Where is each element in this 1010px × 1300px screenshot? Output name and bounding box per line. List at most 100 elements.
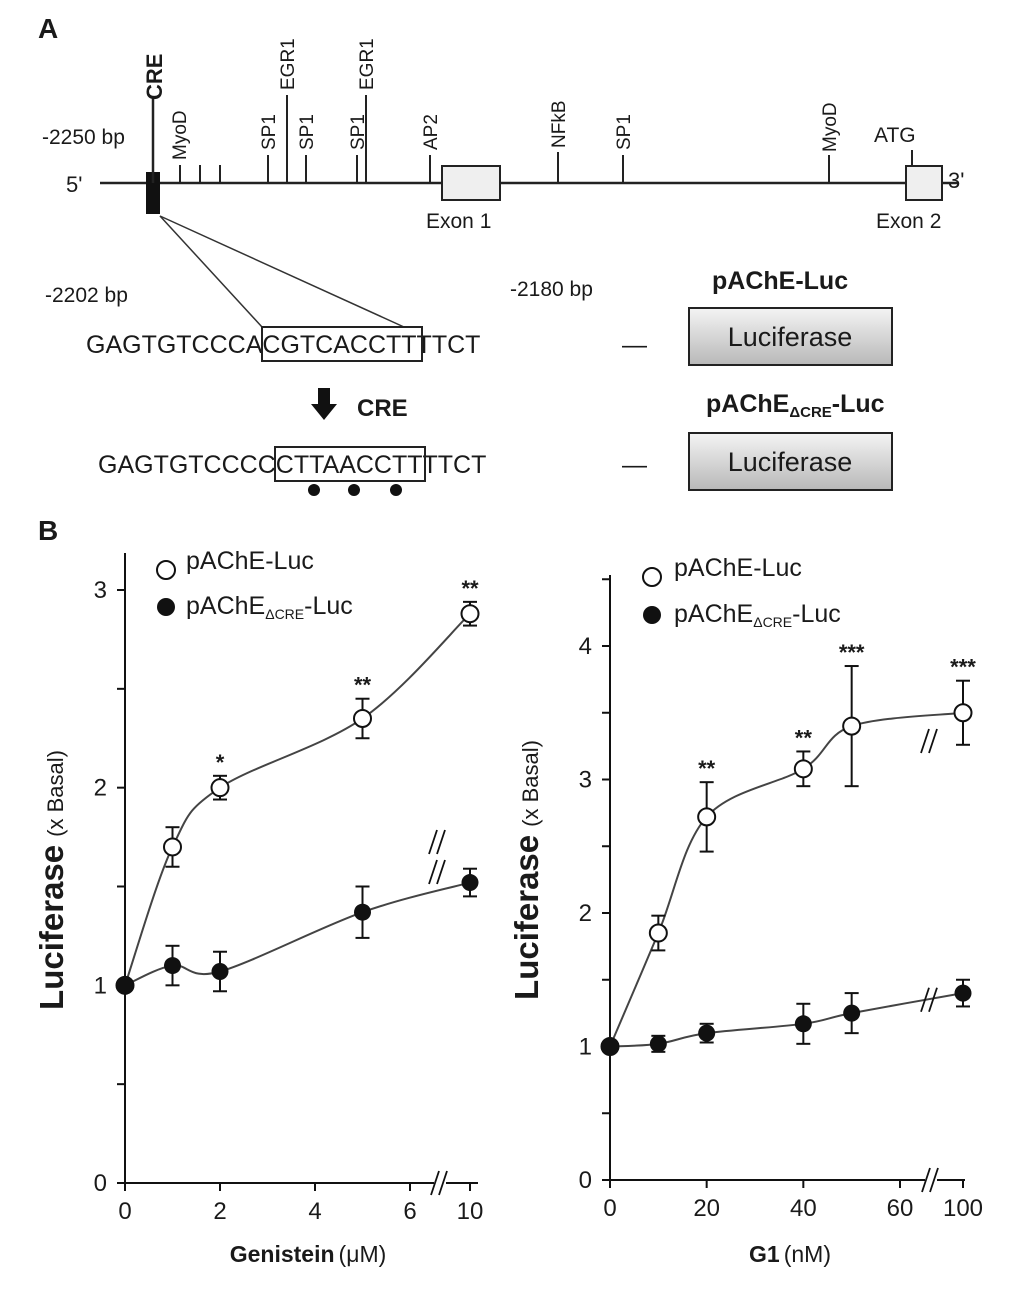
chart-genistein-xlabel: Genistein(μM) [230, 1241, 387, 1267]
mut-seq-box: CCTTAAC [258, 451, 374, 479]
x-tick-label: 100 [943, 1195, 983, 1222]
zoom-line-left [159, 215, 263, 328]
significance-label: *** [839, 640, 865, 665]
legend-mut-marker [643, 606, 661, 624]
y-tick-label: 1 [579, 1034, 592, 1061]
data-point-mut [794, 1015, 812, 1033]
x-tick-label: 0 [603, 1195, 616, 1222]
x-tick-label: 40 [790, 1195, 817, 1222]
mutation-dot [390, 484, 402, 496]
axis-break-mark [428, 829, 438, 855]
data-point-mut [601, 1038, 619, 1055]
axis-break-mark [920, 987, 930, 1013]
axis-break-mark [436, 859, 446, 885]
wt-luciferase-box [688, 307, 893, 366]
cre-site-label: CRE [142, 54, 167, 100]
mut-dash: — [622, 451, 647, 479]
data-point-mut [649, 1035, 667, 1053]
axis-break-mark [428, 859, 438, 885]
atg-label: ATG [874, 124, 916, 147]
exon-2-label: Exon 2 [876, 210, 941, 233]
y-tick-label: 4 [579, 633, 592, 660]
y-tick-label: 3 [579, 767, 592, 794]
sp1-4-label: SP1 [614, 114, 635, 150]
data-point-wt [163, 837, 182, 857]
wt-luciferase-label: Luciferase [728, 322, 853, 352]
xlabel-main: Genistein [230, 1241, 335, 1267]
start-bp-label: -2250 bp [42, 126, 125, 149]
ylabel-main: Luciferase [33, 845, 70, 1010]
significance-label: ** [795, 725, 813, 750]
data-point-wt [460, 604, 480, 624]
data-point-wt [648, 923, 668, 943]
mut-seq-suffix: CTTTTCT [374, 451, 486, 479]
fit-curve-wt [124, 613, 471, 986]
x-tick-label: 0 [118, 1198, 131, 1225]
xlabel-unit: (μM) [339, 1241, 387, 1267]
construct-wt-name: pAChE-Luc [712, 267, 848, 295]
wt-sequence: GAGTGTCCCACGTCACCTTTTCT [86, 331, 480, 359]
y-tick-label: 0 [94, 1170, 107, 1197]
axis-break-mark [430, 1170, 440, 1196]
panel-a: A 5' 3' -2250 bp CRE MyoD SP1 EGR1 SP1 S… [38, 13, 964, 496]
significance-label: ** [698, 756, 716, 781]
significance-label: * [216, 750, 225, 775]
mutation-arrow-label: CRE [357, 395, 408, 422]
construct-mut-name-sub: ΔCRE [789, 404, 831, 421]
axis-break-mark [438, 1170, 448, 1196]
sp1-3-label: SP1 [348, 114, 369, 150]
wt-seq-box: ACGTCAC [246, 331, 368, 359]
nfkb-label: NFkB [549, 101, 570, 149]
legend-mut-main: pAChE [186, 592, 265, 620]
data-point-wt [953, 703, 973, 723]
sp1-2-label: SP1 [297, 114, 318, 150]
chart-g1-curves [609, 711, 964, 1048]
y-tick-label: 1 [94, 972, 107, 999]
significance-label: ** [354, 673, 372, 698]
significance-label: *** [950, 655, 976, 680]
legend-mut-marker [157, 598, 175, 616]
panel-a-label: A [38, 13, 58, 44]
mut-sequence: GAGTGTCCCCCTTAACCTTTTCT [98, 451, 486, 479]
y-tick-label: 3 [94, 577, 107, 604]
zoom-line-right [159, 215, 405, 328]
range-left-label: -2202 bp [45, 284, 128, 307]
y-tick-label: 0 [579, 1167, 592, 1194]
axis-break-mark [928, 728, 938, 754]
legend-mut-sub: ΔCRE [265, 606, 304, 622]
xlabel-main: G1 [749, 1241, 780, 1267]
five-prime-label: 5' [66, 172, 82, 197]
egr1-1-label: EGR1 [278, 38, 299, 90]
egr1-2-label: EGR1 [357, 38, 378, 90]
mut-luciferase-box [688, 432, 893, 491]
mut-seq-prefix: GAGTGTCCC [98, 451, 258, 479]
exon-1-box [441, 165, 501, 201]
y-tick-label: 2 [94, 775, 107, 802]
data-point-mut [354, 903, 371, 921]
data-point-wt [793, 759, 813, 779]
axis-break-mark [921, 1167, 931, 1193]
wt-motif-box [261, 326, 423, 362]
x-tick-label: 2 [213, 1198, 226, 1225]
chart-genistein-curves [124, 613, 471, 987]
legend-wt-label: pAChE-Luc [186, 547, 314, 575]
x-tick-label: 20 [693, 1195, 720, 1222]
legend-mut-end: -Luc [304, 592, 353, 620]
exon-2-box [905, 165, 943, 201]
construct-mut-name: pAChEΔCRE-Luc [706, 390, 885, 421]
ap2-label: AP2 [421, 114, 442, 150]
data-point-mut [461, 874, 479, 892]
myod-2-label: MyoD [820, 102, 841, 152]
chart-genistein-marks: ***** [115, 576, 480, 995]
wt-seq-prefix: GAGTGTCCC [86, 331, 246, 359]
data-point-mut [164, 957, 181, 975]
legend-mut-sub: ΔCRE [753, 614, 792, 630]
construct-mut-name-main: pAChE [706, 390, 789, 418]
chart-g1-xlabel: G1(nM) [749, 1241, 831, 1267]
